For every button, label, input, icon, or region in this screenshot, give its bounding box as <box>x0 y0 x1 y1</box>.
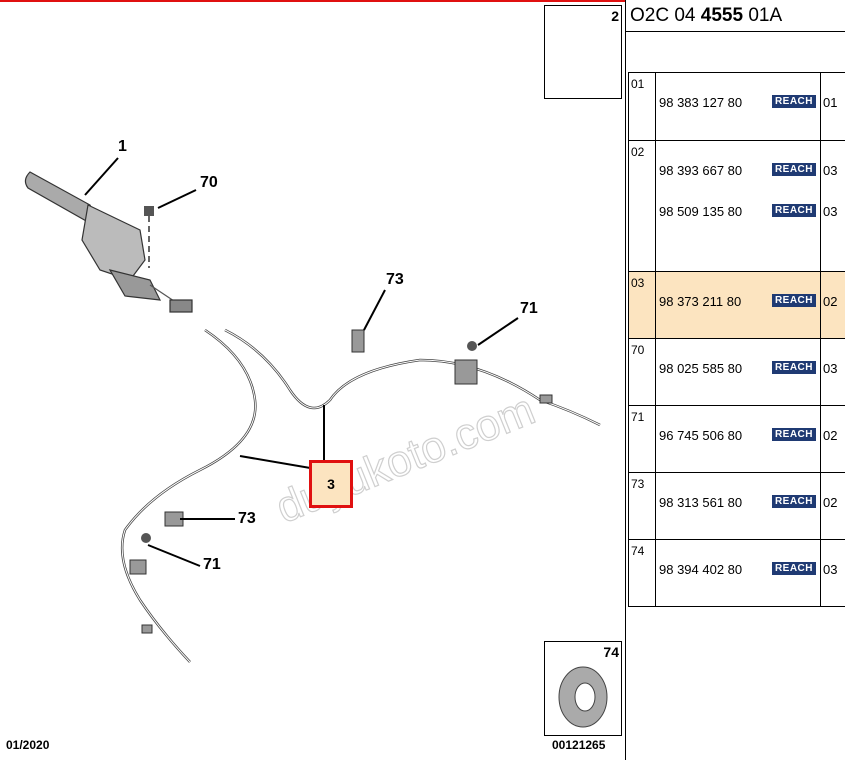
part-index: 74 <box>629 540 656 607</box>
part-qty: 03 <box>823 562 837 577</box>
part-index: 71 <box>629 406 656 473</box>
callout-1: 1 <box>118 138 127 156</box>
part-line: 98 394 402 80 REACH <box>656 540 820 581</box>
qty-line: 02 <box>821 473 845 514</box>
part-number[interactable]: 98 394 402 80 <box>659 562 742 577</box>
qty-line: 02 <box>821 406 845 447</box>
reach-badge: REACH <box>772 428 816 441</box>
part-line: 98 313 561 80 REACH <box>656 473 820 514</box>
ref-prefix: O2C 04 <box>630 5 701 26</box>
part-quantities: 03 <box>821 540 845 607</box>
qty-line: 01 <box>821 73 845 114</box>
callout-70: 70 <box>200 174 218 192</box>
part-number[interactable]: 98 373 211 80 <box>659 294 741 309</box>
reach-badge: REACH <box>772 361 816 374</box>
reach-badge: REACH <box>772 562 816 575</box>
ref-suffix: 01A <box>743 5 782 26</box>
part-index: 70 <box>629 339 656 406</box>
callout-73-top: 73 <box>386 271 404 289</box>
part-qty: 03 <box>823 204 837 219</box>
part-numbers: 98 373 211 80 REACH <box>656 272 821 339</box>
part-line: 98 373 211 80 REACH <box>656 272 820 313</box>
diagram-drawing: duyukoto.com <box>0 0 625 760</box>
part-index: 01 <box>629 73 656 141</box>
part-qty: 02 <box>823 428 837 443</box>
callout-71-bottom: 71 <box>203 556 221 574</box>
footer-date: 01/2020 <box>6 738 49 752</box>
bolt-71a <box>467 341 477 351</box>
reach-badge: REACH <box>772 294 816 307</box>
callout-3-box[interactable]: 3 <box>309 460 353 508</box>
washer-icon <box>545 642 621 735</box>
part-line: 98 509 135 80 REACH <box>656 182 820 223</box>
part-number[interactable]: 96 745 506 80 <box>659 428 742 443</box>
part-number[interactable]: 98 383 127 80 <box>659 95 742 110</box>
part-quantities: 02 <box>821 473 845 540</box>
reach-badge: REACH <box>772 163 816 176</box>
part-number[interactable]: 98 393 667 80 <box>659 163 742 178</box>
qty-line: 03 <box>821 540 845 581</box>
part-number[interactable]: 98 313 561 80 <box>659 495 742 510</box>
part-line: 98 383 127 80 REACH <box>656 73 820 114</box>
part-line: 98 393 667 80 REACH <box>656 141 820 182</box>
part-number[interactable]: 98 509 135 80 <box>659 204 742 219</box>
inset-label-2: 2 <box>611 8 619 24</box>
reach-badge: REACH <box>772 204 816 217</box>
part-numbers: 98 393 667 80 REACH 98 509 135 80 REACH <box>656 141 821 272</box>
part-numbers: 98 394 402 80 REACH <box>656 540 821 607</box>
part-quantities: 03 03 <box>821 141 845 272</box>
callout-73-bottom: 73 <box>238 510 256 528</box>
part-numbers: 98 383 127 80 REACH <box>656 73 821 141</box>
part-line: 96 745 506 80 REACH <box>656 406 820 447</box>
reach-badge: REACH <box>772 95 816 108</box>
part-numbers: 96 745 506 80 REACH <box>656 406 821 473</box>
part-number[interactable]: 98 025 585 80 <box>659 361 742 376</box>
qty-line: 02 <box>821 272 845 313</box>
reach-badge: REACH <box>772 495 816 508</box>
qty-line: 03 <box>821 339 845 380</box>
handbrake-lever <box>25 172 192 312</box>
part-qty: 02 <box>823 495 837 510</box>
inset-box-74: 74 <box>544 641 622 736</box>
qty-line: 03 <box>821 182 845 223</box>
part-qty: 02 <box>823 294 837 309</box>
part-quantities: 03 <box>821 339 845 406</box>
part-index: 73 <box>629 473 656 540</box>
part-quantities: 01 <box>821 73 845 141</box>
part-qty: 03 <box>823 361 837 376</box>
parts-diagram: duyukoto.com 1 70 73 71 73 71 3 2 74 01/… <box>0 0 625 760</box>
diagram-reference: O2C 04 4555 01A <box>626 0 845 32</box>
part-index: 02 <box>629 141 656 272</box>
callout-3: 3 <box>312 463 350 505</box>
inset-box-2: 2 <box>544 5 622 99</box>
part-qty: 01 <box>823 95 837 110</box>
callout-71-top: 71 <box>520 300 538 318</box>
footer-code: 00121265 <box>552 738 605 752</box>
ref-bold: 4555 <box>701 5 743 26</box>
part-numbers: 98 313 561 80 REACH <box>656 473 821 540</box>
qty-line: 03 <box>821 141 845 182</box>
part-quantities: 02 <box>821 272 845 339</box>
bolt-70 <box>144 206 154 268</box>
part-qty: 03 <box>823 163 837 178</box>
bolt-71b <box>141 533 151 543</box>
part-index: 03 <box>629 272 656 339</box>
part-quantities: 02 <box>821 406 845 473</box>
part-numbers: 98 025 585 80 REACH <box>656 339 821 406</box>
part-line: 98 025 585 80 REACH <box>656 339 820 380</box>
